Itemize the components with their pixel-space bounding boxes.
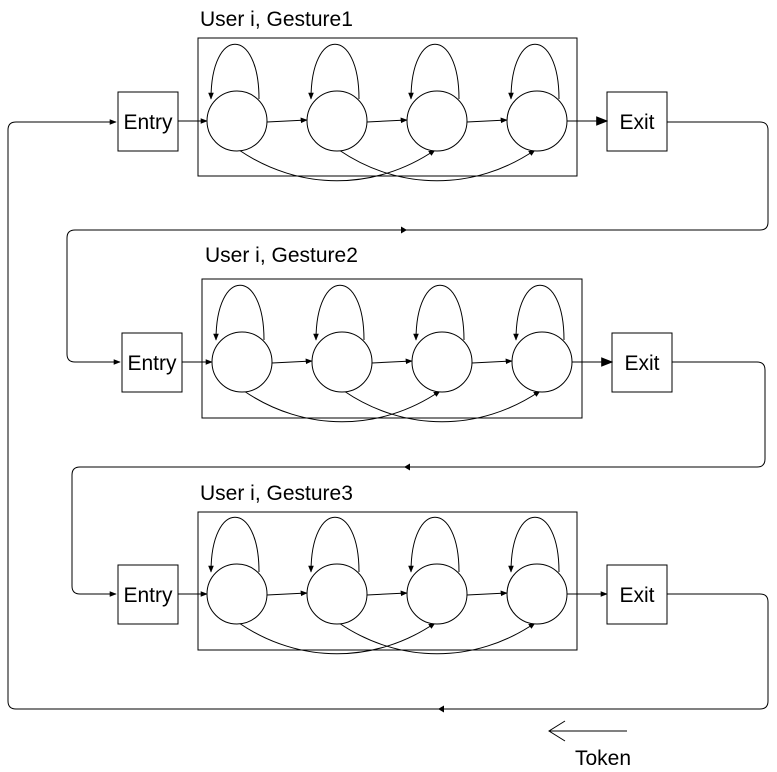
exit-label: Exit — [619, 111, 654, 134]
entry-node — [117, 564, 179, 625]
flow-direction-marker — [438, 705, 444, 713]
self-loop-1 — [213, 284, 265, 341]
token-indicator: Token — [548, 720, 631, 770]
forward-transition-1 — [266, 590, 308, 597]
hmm-state-1 — [206, 90, 268, 152]
hmm-chain — [178, 43, 609, 182]
exit1-to-entry2-connector — [66, 121, 769, 365]
forward-transition-2 — [366, 590, 408, 597]
self-loop-4 — [508, 43, 560, 100]
entry-label: Entry — [123, 584, 173, 607]
block-title: User i, Gesture2 — [205, 244, 358, 267]
self-loop-3 — [408, 516, 460, 573]
self-loop-4 — [508, 516, 560, 573]
hmm-state-1 — [206, 563, 268, 625]
flow-direction-marker — [401, 226, 407, 234]
self-loop-2 — [308, 516, 360, 573]
block-title: User i, Gesture3 — [200, 482, 353, 505]
exit-node — [611, 332, 673, 393]
forward-transition-2 — [371, 358, 413, 365]
gesture-block-1: User i, Gesture1 Entry Exit — [117, 8, 668, 182]
forward-transition-1 — [271, 358, 313, 365]
hmm-chain — [178, 516, 608, 655]
skip-transition-1 — [243, 390, 441, 423]
skip-transition-2 — [343, 390, 541, 423]
gesture-block-3: User i, Gesture3 Entry Exit — [117, 482, 668, 655]
exit3-to-entry1-return-loop — [7, 119, 769, 710]
exit-node — [606, 91, 668, 152]
token-label: Token — [575, 747, 631, 770]
hmm-chain — [182, 284, 614, 423]
forward-transition-2 — [366, 117, 408, 124]
self-loop-3 — [408, 43, 460, 100]
exit2-to-entry3-connector — [71, 361, 766, 597]
entry-node — [121, 332, 183, 393]
forward-transition-3 — [466, 590, 508, 597]
skip-transition-2 — [338, 622, 536, 655]
gesture-block-2: User i, Gesture2 Entry Exit — [121, 244, 673, 423]
hmm-state-2 — [311, 331, 373, 393]
skip-transition-1 — [238, 622, 436, 655]
self-loop-2 — [313, 284, 365, 341]
hmm-state-4 — [511, 331, 573, 393]
token-arrow-icon — [548, 720, 627, 742]
hmm-state-2 — [306, 563, 368, 625]
self-loop-1 — [208, 516, 260, 573]
exit-label: Exit — [619, 584, 654, 607]
entry-node — [117, 91, 179, 152]
self-loop-4 — [513, 284, 565, 341]
self-loop-3 — [413, 284, 465, 341]
hmm-state-4 — [506, 90, 568, 152]
block-title: User i, Gesture1 — [200, 8, 353, 31]
skip-transition-1 — [238, 149, 436, 182]
self-loop-1 — [208, 43, 260, 100]
forward-transition-3 — [471, 358, 513, 365]
hmm-state-3 — [411, 331, 473, 393]
forward-transition-3 — [466, 117, 508, 124]
exit-label: Exit — [624, 352, 659, 375]
hmm-state-4 — [506, 563, 568, 625]
skip-transition-2 — [338, 149, 536, 182]
entry-label: Entry — [127, 352, 177, 375]
self-loop-2 — [308, 43, 360, 100]
hmm-state-1 — [211, 331, 273, 393]
hmm-state-3 — [406, 563, 468, 625]
entry-label: Entry — [123, 111, 173, 134]
hmm-state-3 — [406, 90, 468, 152]
flow-direction-marker — [404, 463, 410, 471]
forward-transition-1 — [266, 117, 308, 124]
hmm-state-2 — [306, 90, 368, 152]
